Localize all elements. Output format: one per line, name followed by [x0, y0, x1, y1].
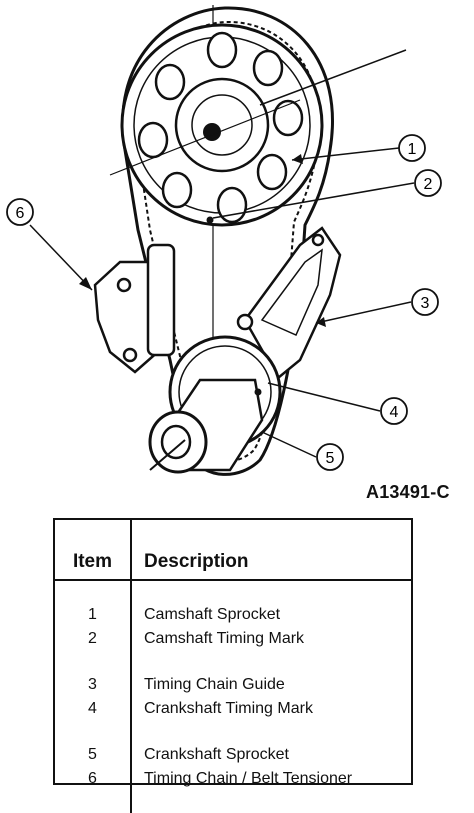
- legend-row: 2 Camshaft Timing Mark: [55, 627, 411, 651]
- timing-chain-diagram: 1 2 3 4 5 6: [6, 5, 442, 476]
- svg-text:3: 3: [421, 295, 430, 312]
- legend-header-row: Item Description: [55, 520, 411, 580]
- row-description: Crankshaft Sprocket: [144, 746, 289, 763]
- legend-row: 6 Timing Chain / Belt Tensioner: [55, 767, 411, 791]
- legend-row: 3 Timing Chain Guide: [55, 673, 411, 697]
- row-item: 3: [55, 673, 132, 697]
- row-description: Camshaft Timing Mark: [144, 630, 305, 647]
- svg-text:4: 4: [390, 404, 399, 421]
- arrowhead: [79, 277, 92, 290]
- callout-6: 6: [6, 198, 34, 226]
- callout-2: 2: [414, 169, 442, 197]
- leader-lines: [29, 49, 415, 458]
- figure-id: A13491-C: [366, 482, 450, 502]
- header-description: Description: [144, 551, 249, 572]
- row-item: 1: [55, 603, 132, 627]
- svg-text:6: 6: [16, 205, 25, 222]
- row-item: 2: [55, 627, 132, 651]
- legend-table: Item Description 1 Camshaft Sprocket 2 C…: [53, 518, 413, 813]
- row-description: Camshaft Sprocket: [144, 606, 281, 623]
- row-description: Timing Chain / Belt Tensioner: [144, 770, 353, 787]
- crankshaft-sprocket: [148, 335, 282, 474]
- svg-text:5: 5: [326, 450, 335, 467]
- row-item: 4: [55, 697, 132, 721]
- camshaft-sprocket: [109, 23, 324, 227]
- arrowhead: [292, 154, 303, 164]
- svg-text:1: 1: [408, 141, 417, 158]
- timing-chain-tensioner: [93, 243, 176, 374]
- header-item: Item: [55, 520, 132, 580]
- row-item: 6: [55, 767, 132, 791]
- callout-3: 3: [411, 288, 439, 316]
- row-item: 5: [55, 743, 132, 767]
- svg-text:2: 2: [424, 176, 433, 193]
- callout-1: 1: [398, 134, 426, 162]
- legend-row: 1 Camshaft Sprocket: [55, 603, 411, 627]
- callout-5: 5: [316, 443, 344, 471]
- row-description: Crankshaft Timing Mark: [144, 700, 313, 717]
- row-description: Timing Chain Guide: [144, 676, 285, 693]
- legend-row: 4 Crankshaft Timing Mark: [55, 697, 411, 721]
- legend-row: 5 Crankshaft Sprocket: [55, 743, 411, 767]
- callout-4: 4: [380, 397, 408, 425]
- timing-chain-guide: [236, 226, 342, 380]
- arrowhead: [316, 317, 326, 327]
